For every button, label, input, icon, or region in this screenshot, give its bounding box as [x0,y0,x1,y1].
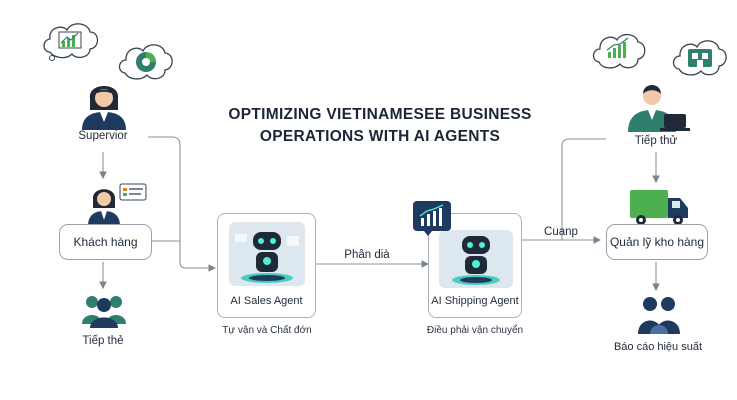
ai-sales-agent-card: AI Sales Agent [217,213,316,318]
chart-thought-bubble-icon [43,23,99,61]
sales-agent-label: AI Sales Agent [230,295,303,307]
sales-caption: Tự vận và Chất đớn [222,325,312,336]
pie-thought-bubble-icon [118,44,173,80]
shipping-agent-label: AI Shipping Agent [431,295,519,307]
customer-avatar-icon [88,189,120,226]
shipping-robot-icon [439,230,513,288]
storefront-thought-bubble-icon [672,40,727,76]
supervisor-avatar-icon [82,86,126,130]
left-bottom-label: Tiếp thẻ [82,335,124,347]
report-label: Báo cáo hiệu suất [613,341,703,353]
right-avatar-laptop-icon [628,85,690,132]
customer-node: Khách hàng [59,224,152,260]
edge-label-shipping-warehouse: Cuanp [544,226,578,238]
growth-thought-bubble-icon [592,33,646,69]
diagram-title: OPTIMIZING VIETINAMESEE BUSINESS OPERATI… [228,106,532,145]
chat-card-icon [119,183,147,201]
delivery-truck-icon [630,190,688,225]
analytics-chip-icon [413,201,451,236]
supervisor-label: Supervior [78,130,128,142]
customer-label: Khách hàng [73,235,138,249]
warehouse-node: Quản lỹ kho hàng [606,224,708,260]
edge-label-sales-shipping: Phân dià [344,249,390,261]
sales-robot-icon [229,222,305,286]
report-team-icon [638,297,680,334]
right-top-label: Tiếp thử [634,135,678,147]
shipping-caption: Điều phải vận chuyển [426,325,524,336]
team-group-icon [82,296,126,328]
warehouse-label: Quản lỹ kho hàng [609,235,705,249]
